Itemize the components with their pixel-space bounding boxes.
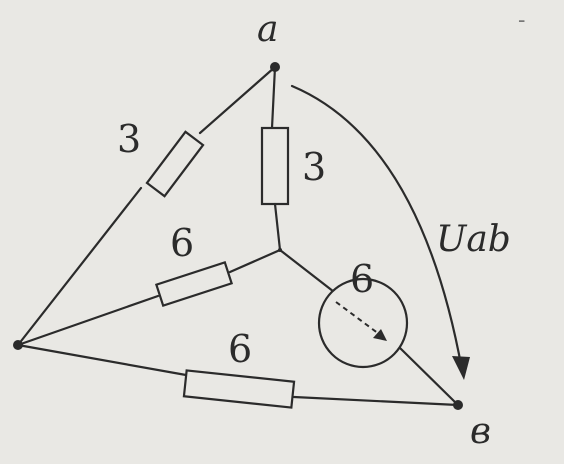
wire-to-center: [273, 202, 282, 252]
resistor-top-label: 3: [302, 145, 327, 189]
node-left-dot: [13, 340, 23, 350]
wire-left-upper: [198, 65, 277, 135]
resistor-top-3: [260, 126, 290, 206]
resistor-middle-6: [154, 261, 234, 307]
source-label: 6: [350, 257, 375, 301]
resistor-left-3: [145, 130, 205, 198]
voltage-arrow: [290, 84, 464, 372]
source-arrow-shaft: [335, 301, 384, 338]
source-arrow-head: [373, 329, 387, 341]
wire-bottom-left: [16, 343, 188, 377]
resistor-left-label: 3: [117, 117, 142, 161]
resistor-middle-label: 6: [170, 221, 195, 265]
wire-center-mid: [228, 248, 282, 274]
wire-bottom-right: [292, 395, 460, 407]
wire-left-lower: [16, 186, 143, 347]
node-a-label: a: [257, 9, 279, 50]
wire-center-source: [278, 248, 340, 297]
node-b-dot: [453, 400, 463, 410]
resistor-bottom-6: [182, 369, 296, 409]
node-center-dot: [278, 248, 282, 252]
current-source: [317, 277, 409, 369]
voltage-arrow-head: [452, 356, 470, 380]
node-b-label: в: [470, 411, 491, 452]
wire-a-down: [270, 65, 277, 130]
voltage-label: Uab: [436, 219, 511, 260]
resistor-bottom-label: 6: [228, 327, 253, 371]
wire-mid-left: [16, 294, 160, 347]
corner-mark: -: [518, 8, 526, 33]
node-a-dot: [270, 62, 280, 72]
wire-source-b: [398, 346, 460, 407]
